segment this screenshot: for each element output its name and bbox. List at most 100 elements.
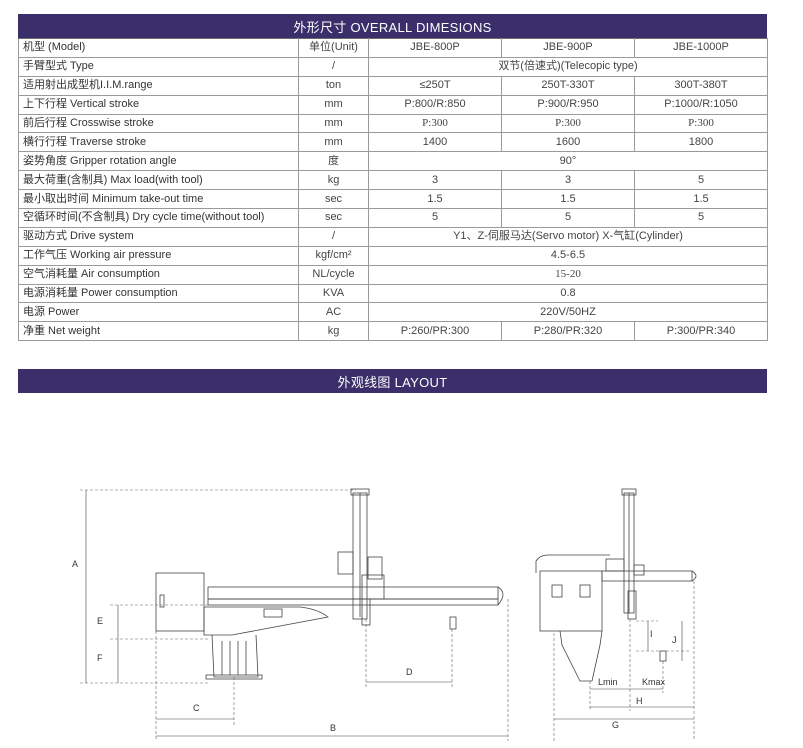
spec-value: JBE-800P (368, 38, 502, 58)
spec-value: P:280/PR:320 (501, 321, 635, 342)
side-base (559, 630, 603, 682)
spec-label: 工作气压 Working air pressure (18, 245, 299, 266)
spec-row: 驱动方式 Drive system/Y1、Z-伺服马达(Servo motor)… (18, 226, 768, 247)
base-column (211, 634, 259, 678)
side-gripper (627, 590, 637, 620)
arm-label-plate (263, 608, 283, 618)
spec-value: P:900/R:950 (501, 94, 635, 115)
spec-value: JBE-1000P (634, 38, 768, 58)
spec-label: 前后行程 Crosswise stroke (18, 113, 299, 134)
spec-unit: ton (298, 75, 369, 96)
spec-value: P:300 (634, 113, 768, 134)
spec-unit: sec (298, 208, 369, 228)
spec-unit: mm (298, 94, 369, 115)
spec-label: 电源消耗量 Power consumption (18, 283, 299, 304)
spec-value: 1.5 (634, 189, 768, 210)
side-housing (539, 570, 603, 632)
spec-unit: / (298, 56, 369, 77)
spec-unit: 单位(Unit) (298, 38, 369, 58)
spec-row: 空循环时间(不含制具) Dry cycle time(without tool)… (18, 208, 768, 228)
dim-label-d: D (406, 667, 413, 677)
spec-value: JBE-900P (501, 38, 635, 58)
spec-unit: NL/cycle (298, 264, 369, 285)
spec-value: 1400 (368, 132, 502, 153)
dim-label-a: A (72, 559, 78, 569)
servo-motor-block (337, 551, 354, 575)
spec-label: 机型 (Model) (18, 38, 299, 58)
spec-label: 空气消耗量 Air consumption (18, 264, 299, 285)
mast-top-cap (350, 488, 370, 496)
spec-label: 适用射出成型机I.I.M.range (18, 75, 299, 96)
dim-label-e: E (97, 616, 103, 626)
spec-unit: sec (298, 189, 369, 210)
spec-section-header: 外形尺寸 OVERALL DIMESIONS (18, 14, 767, 38)
layout-section-title: 外观线图 LAYOUT (337, 374, 448, 390)
spec-value: 90° (368, 151, 768, 172)
dim-label-lmin: Lmin (598, 677, 618, 687)
layout-section-header: 外观线图 LAYOUT (18, 369, 767, 393)
spec-section-title: 外形尺寸 OVERALL DIMESIONS (293, 19, 492, 35)
spec-value: Y1、Z-伺服马达(Servo motor) X-气缸(Cylinder) (368, 226, 768, 247)
spec-value: 300T-380T (634, 75, 768, 96)
spec-label: 横行行程 Traverse stroke (18, 132, 299, 153)
spec-label: 电源 Power (18, 302, 299, 323)
spec-value: 4.5-6.5 (368, 245, 768, 266)
spec-unit: 度 (298, 151, 369, 172)
spec-value: 5 (368, 208, 502, 228)
spec-unit: KVA (298, 283, 369, 304)
spec-label: 最小取出时间 Minimum take-out time (18, 189, 299, 210)
spec-unit: mm (298, 132, 369, 153)
spec-value: 5 (634, 208, 768, 228)
dim-label-g: G (612, 720, 619, 730)
spec-value: P:300 (368, 113, 502, 134)
spec-value: 1.5 (368, 189, 502, 210)
spec-value: 1800 (634, 132, 768, 153)
spec-value: 1.5 (501, 189, 635, 210)
main-housing (155, 572, 205, 632)
dim-label-c: C (193, 703, 200, 713)
spec-value: 3 (368, 170, 502, 191)
dim-label-f: F (97, 653, 103, 663)
side-arm (601, 570, 693, 582)
spec-unit: kgf/cm² (298, 245, 369, 266)
spec-value: 0.8 (368, 283, 768, 304)
spec-value: 220V/50HZ (368, 302, 768, 323)
spec-unit: mm (298, 113, 369, 134)
dim-label-b: B (330, 723, 336, 733)
spec-value: ≤250T (368, 75, 502, 96)
spec-value: P:260/PR:300 (368, 321, 502, 342)
spec-label: 姿势角度 Gripper rotation angle (18, 151, 299, 172)
spec-label: 上下行程 Vertical stroke (18, 94, 299, 115)
spec-unit: kg (298, 321, 369, 342)
spec-label: 手臂型式 Type (18, 56, 299, 77)
spec-value: 3 (501, 170, 635, 191)
layout-drawing: A E F D C B Lmin Kmax H G (72, 488, 697, 741)
spec-unit: / (298, 226, 369, 247)
spec-row: 手臂型式 Type/双节(倍速式)(Telecopic type) (18, 56, 768, 77)
spec-value: P:800/R:850 (368, 94, 502, 115)
carriage-block (367, 556, 383, 580)
spec-unit: AC (298, 302, 369, 323)
spec-value: P:300 (501, 113, 635, 134)
dim-label-kmax: Kmax (642, 677, 666, 687)
spec-label: 空循环时间(不含制具) Dry cycle time(without tool) (18, 208, 299, 228)
housing-window (159, 594, 165, 608)
spec-value: P:1000/R:1050 (634, 94, 768, 115)
spec-label: 净重 Net weight (18, 321, 299, 342)
spec-value: 15-20 (368, 264, 768, 285)
spec-value: 5 (634, 170, 768, 191)
spec-value: 250T-330T (501, 75, 635, 96)
